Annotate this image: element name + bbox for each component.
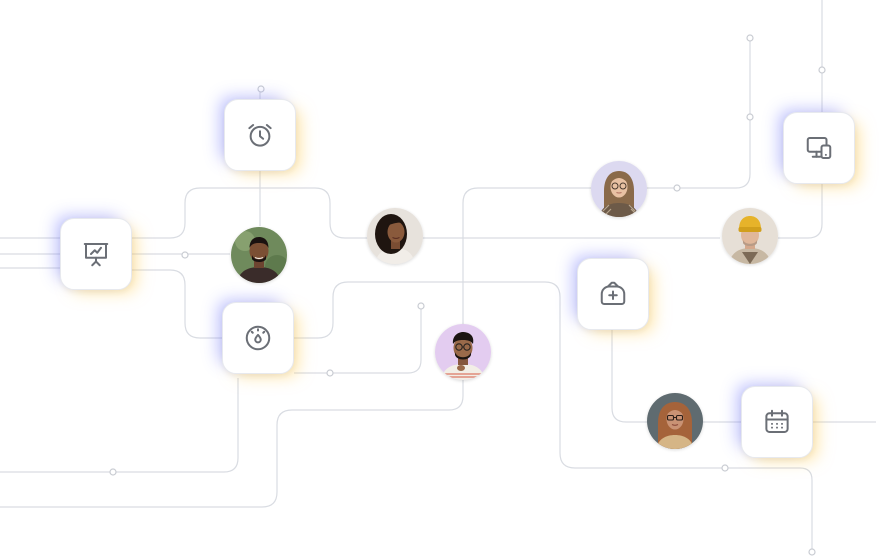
connector-line — [294, 281, 813, 552]
avatar-portrait — [722, 208, 778, 264]
alarm-tile[interactable] — [224, 99, 296, 171]
connector-node — [673, 184, 681, 192]
avatar-portrait — [231, 227, 287, 283]
connector-line — [294, 306, 422, 374]
medical-bag-icon — [600, 281, 626, 305]
presentation-tile[interactable] — [60, 218, 132, 290]
speedometer-tile[interactable] — [222, 302, 294, 374]
connector-line — [778, 184, 823, 239]
connector-node — [818, 66, 826, 74]
man-turtleneck-avatar[interactable] — [231, 227, 287, 283]
man-beanie-avatar[interactable] — [722, 208, 778, 264]
speedometer-icon — [245, 325, 271, 351]
connector-line — [132, 269, 222, 339]
avatar-portrait — [647, 393, 703, 449]
avatar-portrait — [591, 161, 647, 217]
avatar-portrait — [435, 324, 491, 380]
connector-node — [326, 369, 334, 377]
woman-glasses-avatar[interactable] — [647, 393, 703, 449]
connector-node — [109, 468, 117, 476]
avatar-portrait — [367, 208, 423, 264]
connector-node — [257, 85, 265, 93]
presentation-chart-icon — [83, 243, 109, 267]
connector-line — [611, 330, 648, 423]
man-glasses-avatar[interactable] — [435, 324, 491, 380]
connector-node — [746, 113, 754, 121]
connector-line — [0, 378, 239, 473]
connector-line — [132, 187, 720, 239]
calendar-tile[interactable] — [741, 386, 813, 458]
connector-line — [0, 378, 464, 508]
devices-tile[interactable] — [783, 112, 855, 184]
medical-bag-tile[interactable] — [577, 258, 649, 330]
woman-long-hair-avatar[interactable] — [591, 161, 647, 217]
woman-curly-hair-avatar[interactable] — [367, 208, 423, 264]
connector-node — [746, 34, 754, 42]
calendar-icon — [765, 409, 789, 433]
alarm-clock-icon — [248, 124, 272, 147]
connector-node — [417, 302, 425, 310]
connector-node — [181, 251, 189, 259]
devices-icon — [806, 137, 832, 159]
connector-node — [721, 464, 729, 472]
connector-node — [808, 548, 816, 556]
